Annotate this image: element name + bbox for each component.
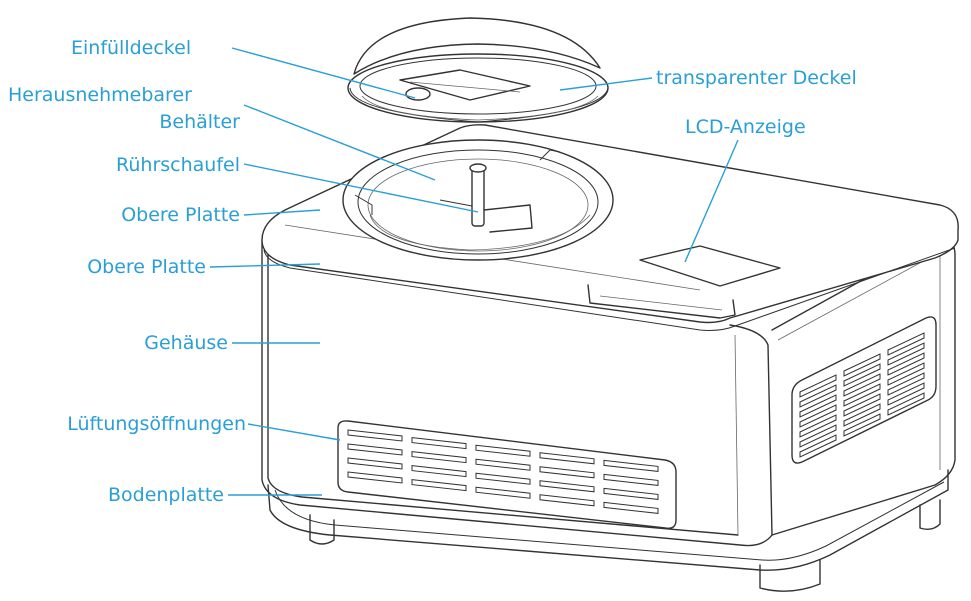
vent-slat [347,471,403,484]
vent-slat [475,486,531,499]
leader-top-plate-2 [209,263,321,268]
vent-slat [843,363,881,387]
vent-slat [475,444,531,457]
lid-shape [347,17,609,123]
vent-slat [843,383,881,407]
label-transparent-lid: transparenter Deckel [656,67,857,89]
vent-slat [475,472,531,485]
front-vents [337,420,677,530]
label-top-plate-1: Obere Platte [121,204,240,226]
leader-transparent-lid [559,77,653,91]
vent-slat [887,362,925,386]
vent-slat [539,480,595,493]
vent-slat [799,374,837,398]
leader-top-plate-1 [243,209,321,216]
vent-slat [539,466,595,479]
vent-slat [539,494,595,507]
bowl-shape [342,139,614,261]
vent-slat [887,392,925,416]
vent-slat [475,458,531,471]
label-housing: Gehäuse [144,332,228,354]
vent-slat [411,451,467,464]
leader-fill-lid [231,47,416,99]
vent-slat [799,434,837,458]
leader-paddle [243,163,479,213]
vent-slat [539,452,595,465]
leader-lines [209,47,739,496]
label-lcd-display: LCD-Anzeige [685,116,806,138]
machine-illustration [261,17,959,592]
vent-slat [887,332,925,356]
vent-slat [603,501,659,514]
lcd-window [639,245,781,287]
vent-slat [799,404,837,428]
label-removable-bowl-line2: Behälter [159,111,240,133]
base-plate-shape [267,469,949,592]
vent-slat [411,465,467,478]
label-paddle: Rührschaufel [116,154,240,176]
label-removable-bowl-line1: Herausnehmebarer [8,84,192,106]
leader-lcd [684,139,739,263]
vent-slat [887,382,925,406]
labels: Einfülldeckel transparenter Deckel Herau… [8,37,857,506]
label-vents: Lüftungsöffnungen [67,413,246,435]
vent-slat [843,393,881,417]
vent-slat [887,342,925,366]
vent-slat [843,373,881,397]
vent-slat [843,353,881,377]
side-vent-frame [791,316,937,464]
vent-slat [887,372,925,396]
vent-slat [843,403,881,427]
label-base-plate: Bodenplatte [108,484,224,506]
vent-slat [603,459,659,472]
vent-slat [603,473,659,486]
vent-slat [799,384,837,408]
vent-slat [347,429,403,442]
vent-slat [843,413,881,437]
side-vents [791,316,937,464]
fill-hatch [399,69,531,101]
vent-slat [347,457,403,470]
vent-slat [887,352,925,376]
leader-vents [247,423,341,441]
label-fill-lid: Einfülldeckel [71,37,191,59]
front-vent-frame [337,420,677,530]
vent-slat [411,437,467,450]
vent-slat [799,424,837,448]
vent-slat [603,487,659,500]
vent-slat [799,394,837,418]
leader-removable-bowl [243,104,436,181]
label-top-plate-2: Obere Platte [87,256,206,278]
vent-slat [347,443,403,456]
vent-slat [411,479,467,492]
vent-slat [799,414,837,438]
